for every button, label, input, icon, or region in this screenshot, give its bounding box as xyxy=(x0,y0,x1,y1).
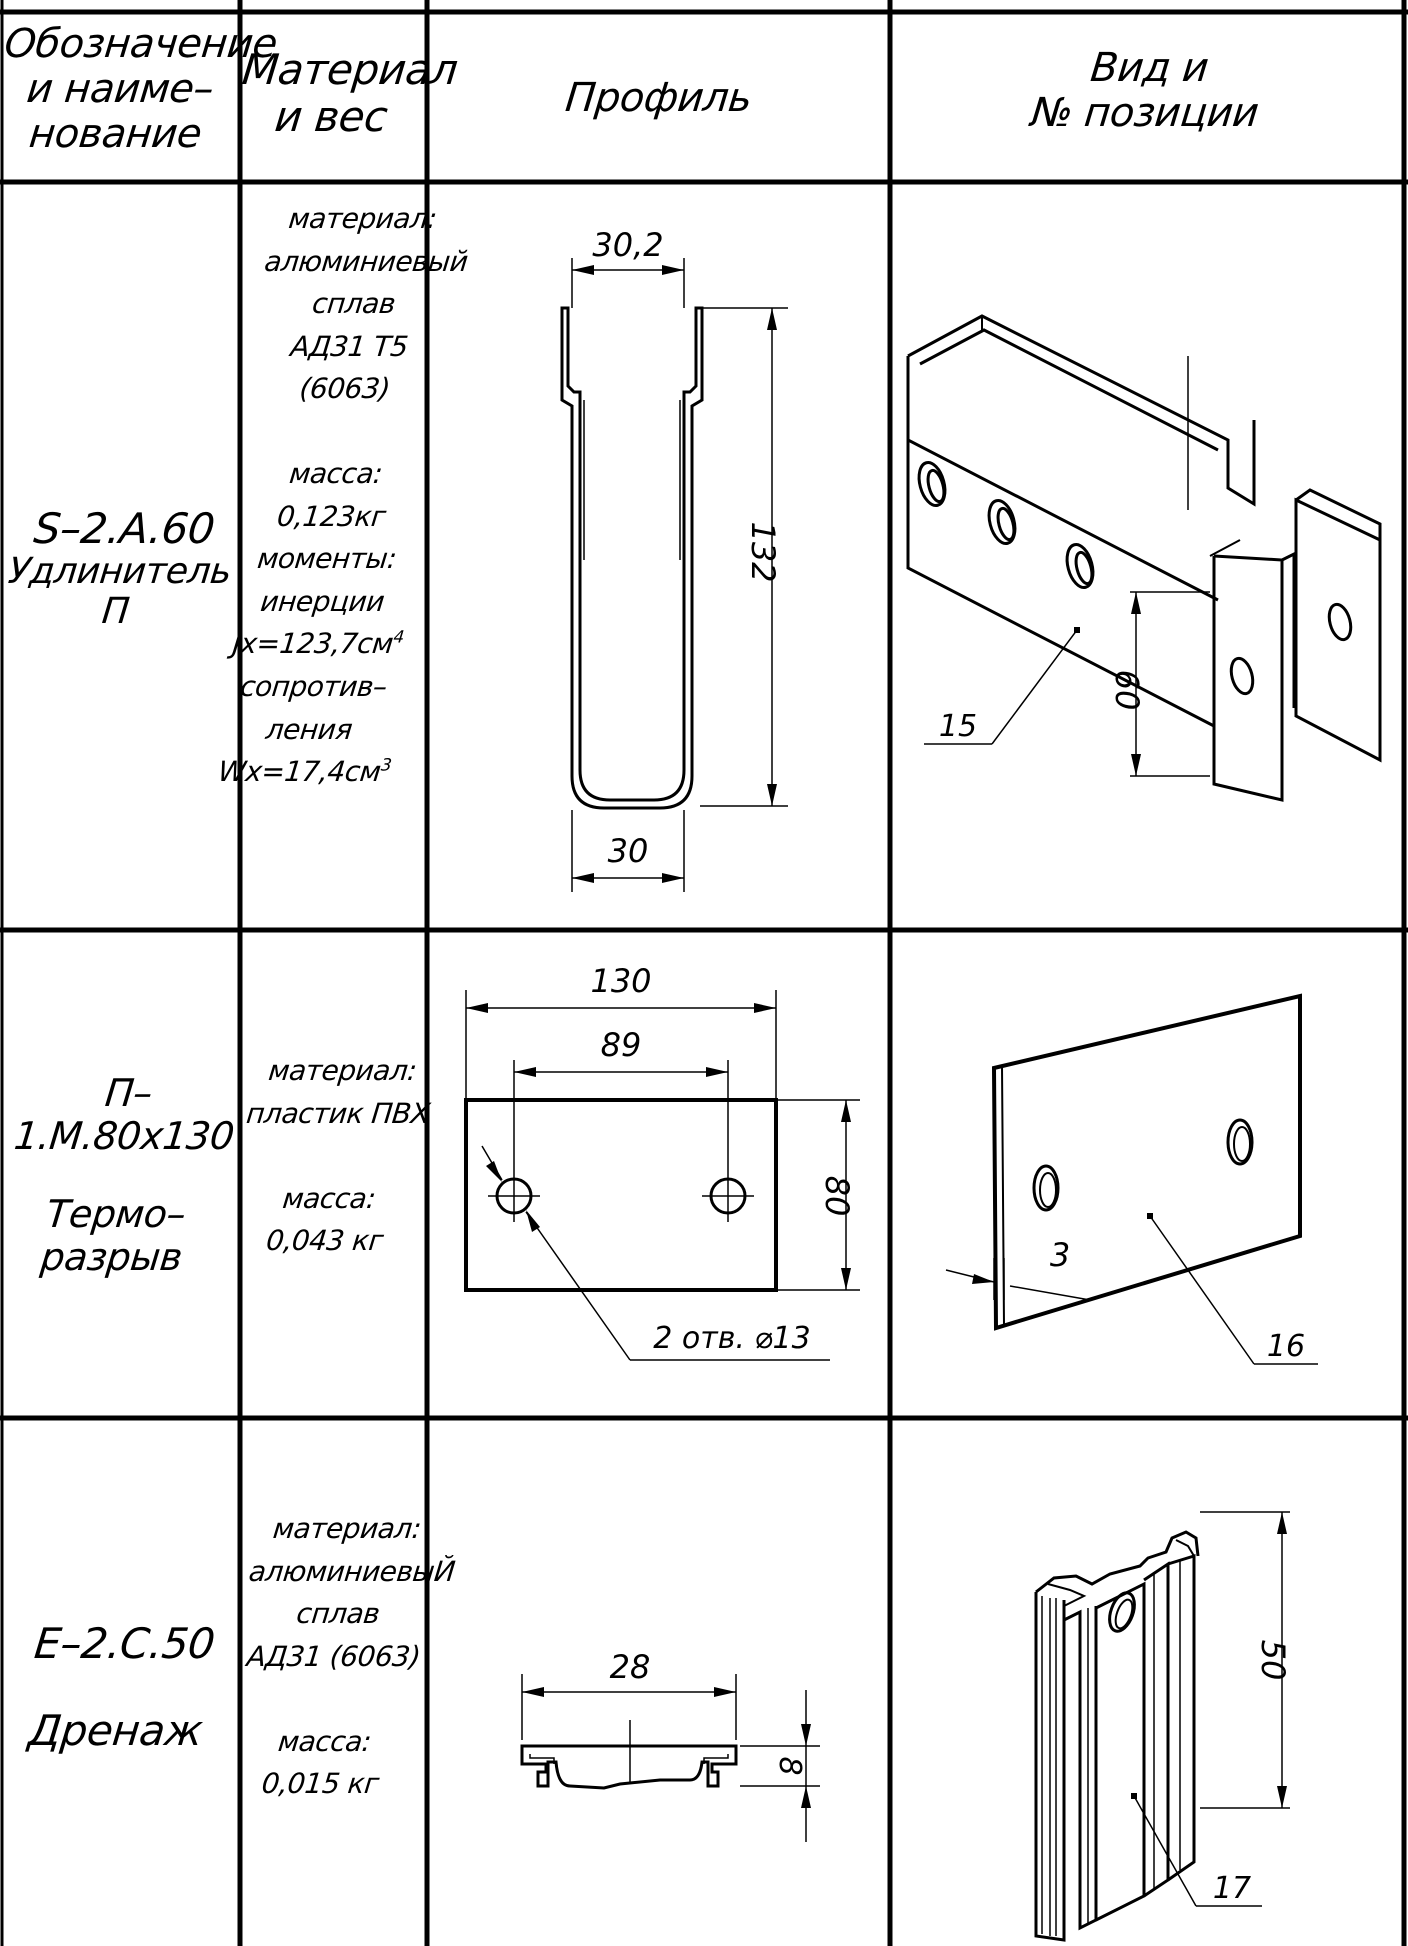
row1-modulus-value: Wx=17,4см xyxy=(216,755,383,789)
row1-name: Удлинитель П xyxy=(6,551,234,633)
row2-material-line: масса: xyxy=(281,1181,378,1215)
header-material-line: Материал xyxy=(239,45,460,94)
row2-material-line xyxy=(238,1135,429,1178)
row2-spacer xyxy=(0,1157,242,1193)
row1-material-line: (6063) xyxy=(297,372,392,406)
header-designation-line: Обозначение xyxy=(2,21,280,67)
row1-inertia-value: Jx=123,7см xyxy=(231,627,395,661)
row2-view-drawing: 3 16 xyxy=(945,993,1318,1365)
row1-inertia: Jx=123,7см4 xyxy=(222,623,413,666)
row3-dim-width: 28 xyxy=(610,1648,651,1686)
row1-material-line: сплав xyxy=(310,287,397,321)
row2-position-number: 16 xyxy=(1267,1329,1305,1364)
header-profile-text: Профиль xyxy=(563,75,754,121)
row3-material-line: алюминиевыЙ xyxy=(247,1554,457,1588)
header-view: Вид и № позиции xyxy=(885,45,1408,136)
row1-position-number: 15 xyxy=(939,709,977,744)
row1-dim-bottom: 30 xyxy=(608,832,649,870)
row3-profile-drawing: 28 8 xyxy=(520,1648,820,1842)
row3-view-drawing: 50 17 xyxy=(1034,1511,1292,1942)
row1-designation-cell: S–2.A.60 Удлинитель П xyxy=(0,504,247,633)
row1-material-line: 0,123кг xyxy=(275,499,388,533)
row2-dim-thickness: 3 xyxy=(1050,1236,1070,1274)
header-profile: Профиль xyxy=(425,75,893,121)
row3-designation: E–2.C.50 xyxy=(32,1619,218,1668)
row1-material-line: инерции xyxy=(258,584,386,618)
header-view-line: Вид и xyxy=(1088,45,1211,91)
row2-material-line: материал: xyxy=(266,1054,419,1087)
row2-material-cell: материал: пластик ПВХ масса: 0,043 кг xyxy=(229,1050,438,1263)
row2-dim-holes: 2 отв. ⌀13 xyxy=(653,1321,810,1356)
row1-inertia-exp: 4 xyxy=(392,627,405,648)
row1-material-line xyxy=(244,411,435,454)
row1-material-line: сопротив– xyxy=(238,670,389,704)
row1-material-line: АД31 Т5 xyxy=(288,329,410,363)
row1-view-dim-height: 60 xyxy=(1108,670,1146,711)
header-designation: Обозначение и наиме– нование xyxy=(0,21,280,157)
row3-material-line: масса: xyxy=(276,1724,373,1758)
row2-dim-spacing: 89 xyxy=(601,1026,642,1064)
row1-view-drawing: 60 15 xyxy=(906,314,1382,802)
row1-modulus: Wx=17,4см3 xyxy=(209,751,400,794)
row3-material-line: сплав xyxy=(294,1597,382,1631)
row2-profile-drawing: 130 89 80 2 отв. ⌀13 xyxy=(464,962,860,1361)
row3-name: Дренаж xyxy=(26,1706,205,1756)
row2-designation-cell: П–1.M.80x130 Термо– разрыв xyxy=(0,1071,251,1279)
row3-position-number: 17 xyxy=(1213,1871,1251,1906)
row2-material-line: 0,043 кг xyxy=(264,1224,385,1258)
row3-spacer xyxy=(0,1667,242,1707)
header-designation-line: нование xyxy=(26,110,204,157)
row3-material-line: 0,015 кг xyxy=(260,1767,381,1801)
row2-name-line: Термо– xyxy=(44,1192,188,1237)
row3-material-cell: материал: алюминиевыЙ сплав АД31 (6063) … xyxy=(224,1508,457,1806)
header-view-line: № позиции xyxy=(1028,89,1261,136)
row1-profile-drawing: 30,2 30 132 xyxy=(560,226,788,892)
row1-material-line: ления xyxy=(264,712,354,746)
row1-material-line: алюминиевый xyxy=(262,244,470,278)
row1-designation: S–2.A.60 xyxy=(31,504,217,553)
row1-dim-top: 30,2 xyxy=(592,226,663,264)
row2-dim-height: 80 xyxy=(818,1176,856,1217)
header-material-line: и вес xyxy=(272,92,390,142)
row2-name-line: разрыв xyxy=(38,1234,185,1279)
row1-dim-height: 132 xyxy=(744,521,782,582)
header-material: Материал и вес xyxy=(235,45,460,142)
row2-designation: П–1.M.80x130 xyxy=(12,1071,237,1158)
row3-dim-height: 8 xyxy=(772,1756,807,1775)
row3-designation-cell: E–2.C.50 Дренаж xyxy=(0,1619,247,1756)
row3-view-dim-height: 50 xyxy=(1254,1640,1292,1681)
row1-material-line: моменты: xyxy=(255,542,398,576)
row2-dim-width: 130 xyxy=(590,962,651,1000)
row3-material-line: материал: xyxy=(271,1512,423,1545)
row2-material-line: пластик ПВХ xyxy=(244,1096,432,1130)
header-designation-line: и наиме– xyxy=(24,65,216,112)
row3-material-line: АД31 (6063) xyxy=(245,1639,422,1673)
row1-modulus-exp: 3 xyxy=(380,754,393,775)
row3-material-line xyxy=(233,1678,424,1721)
row1-material-line: масса: xyxy=(287,457,384,491)
